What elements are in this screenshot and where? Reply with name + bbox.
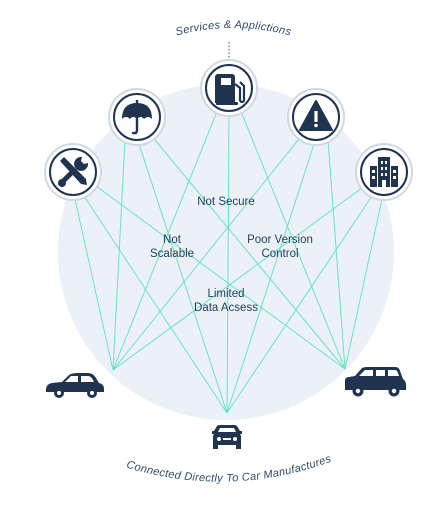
issue-poor-version-control: Poor Version Control (247, 234, 313, 260)
umbrella-icon (122, 100, 152, 135)
connection-line (241, 113, 346, 370)
car-node-right[interactable] (345, 367, 406, 397)
car-node-left[interactable] (46, 373, 104, 398)
connection-line (226, 140, 316, 414)
issue-label: Data Acsess (194, 302, 258, 314)
services-caption: Services & Applictions (174, 19, 292, 39)
warning-icon (299, 100, 333, 131)
service-node-building[interactable] (355, 143, 413, 201)
connection-line (112, 139, 126, 371)
issue-label: Not (163, 234, 182, 246)
issue-not-secure: Not Secure (197, 196, 255, 208)
issue-limited-data-access: Limited Data Acsess (194, 288, 258, 314)
connection-line (226, 115, 230, 414)
connection-line (112, 187, 363, 371)
connection-line (344, 189, 385, 370)
service-node-fuel[interactable] (200, 59, 258, 117)
fuel-pump-icon (215, 74, 246, 105)
car-front-icon (212, 425, 242, 449)
wrench-screwdriver-icon (58, 156, 89, 187)
issue-label: Not Secure (197, 196, 255, 208)
connection-line (327, 139, 346, 370)
suv-side-icon (345, 367, 406, 397)
issue-label: Scalable (150, 248, 194, 260)
car-node-bottom[interactable] (212, 425, 242, 449)
background-circle (58, 84, 394, 420)
connection-line (137, 140, 228, 414)
connection-line (72, 189, 114, 371)
service-node-insurance[interactable] (108, 88, 166, 146)
service-node-tools[interactable] (44, 143, 102, 201)
issue-not-scalable: Not Scalable (150, 234, 194, 260)
connection-line (83, 195, 228, 414)
connection-line (112, 113, 217, 371)
building-icon (370, 157, 398, 187)
connection-line (95, 185, 346, 370)
manufacturers-caption: Connected Directly To Car Manufactures (125, 453, 333, 485)
connection-line (226, 195, 373, 414)
issue-label: Control (261, 248, 298, 260)
connection-line (149, 133, 346, 370)
connection-line (112, 133, 304, 371)
issue-label: Poor Version (247, 234, 313, 246)
issue-label: Limited (207, 288, 244, 300)
connection-lines (72, 113, 385, 414)
sedan-side-icon (46, 373, 104, 398)
service-node-alert[interactable] (287, 88, 345, 146)
